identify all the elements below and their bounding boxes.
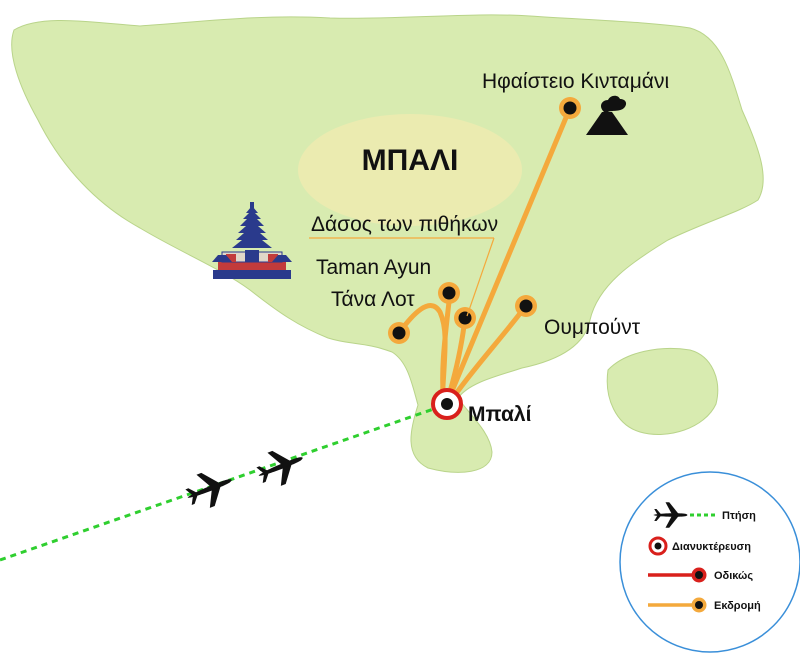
legend-frame [619,471,800,653]
legend-airplane-icon [653,502,688,528]
stop-monkey-forest[interactable] [454,307,476,329]
legend-excursion-label: Εκδρομή [714,600,761,612]
label-monkey-forest: Δάσος των πιθήκων [311,213,498,236]
legend-road-label: Οδικώς [714,570,753,582]
legend-flight-label: Πτήση [722,510,756,522]
overnight-hub-marker[interactable] [431,388,463,420]
route-tanah-lot [396,303,448,405]
airplane-icon [256,450,303,486]
legend-overnight-ring-icon [648,536,668,556]
temple-icon [212,202,292,279]
route-ubud [447,304,528,405]
hub-label: Μπαλί [468,403,532,426]
bali-island [11,14,764,473]
route-kintamani [444,105,573,406]
monkey-forest-leader [466,237,495,317]
legend-excursion-stop-icon [691,597,707,613]
region-label: ΜΠΑΛΙ [362,144,459,177]
legend-road-stop-icon [691,567,707,583]
stop-kintamani[interactable] [559,97,581,119]
stop-taman-ayun[interactable] [438,282,460,304]
label-kintamani: Ηφαίστειο Κινταμάνι [482,70,669,93]
legend: Πτήση Διανυκτέρευση Οδικώς Εκδρομή [619,471,800,653]
legend-overnight-label: Διανυκτέρευση [672,541,751,553]
stop-tanah-lot[interactable] [388,322,410,344]
nusa-penida-island [606,347,719,435]
airplane-icon [185,472,232,508]
stop-ubud[interactable] [515,295,537,317]
volcano-icon [586,95,628,135]
label-tanah-lot: Τάνα Λοτ [331,288,415,311]
central-highlands [298,114,522,226]
label-ubud: Ουμπούντ [544,316,641,339]
label-taman-ayun: Taman Ayun [316,256,431,279]
